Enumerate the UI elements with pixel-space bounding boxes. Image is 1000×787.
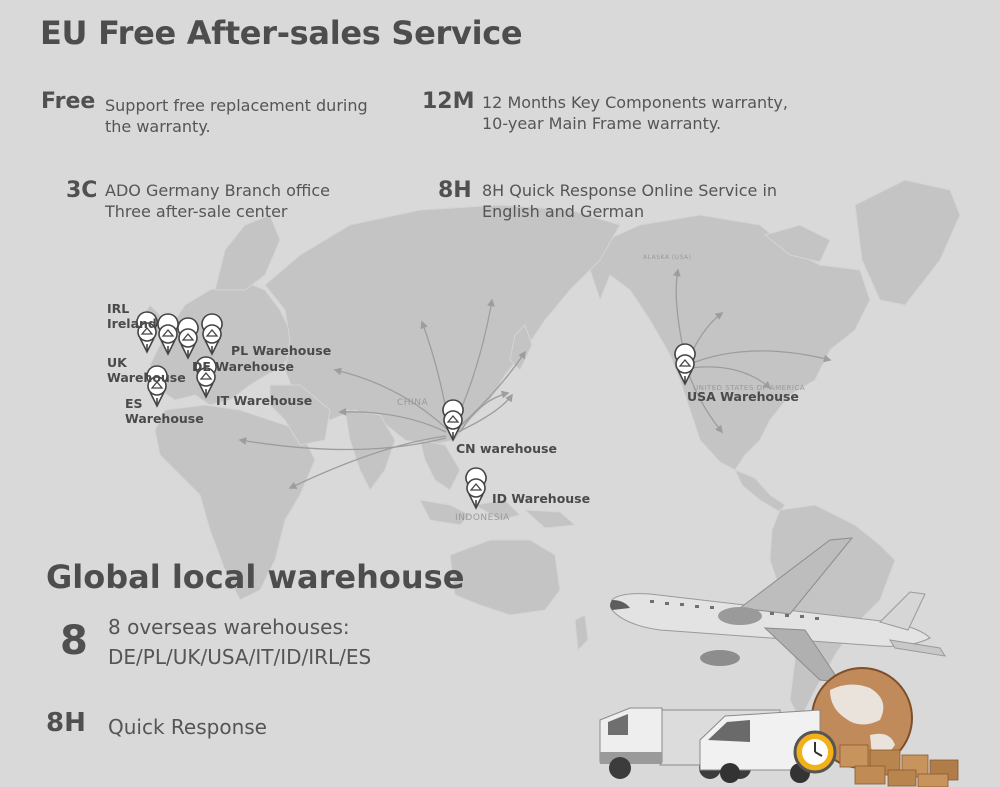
warehouse-label-de: DE Warehouse	[192, 359, 294, 374]
warehouse-label-cn: CN warehouse	[456, 441, 557, 456]
australia	[449, 539, 561, 616]
global-warehouse-heading: Global local warehouse	[46, 558, 465, 596]
central-america	[734, 469, 786, 513]
greenland	[854, 179, 961, 306]
globe-icon	[811, 667, 913, 769]
china-map-label: CHINA	[397, 398, 429, 408]
alaska-map-label: ALASKA (USA)	[643, 254, 692, 261]
warehouse-list: 8 overseas warehouses:DE/PL/UK/USA/IT/ID…	[108, 615, 372, 669]
indonesia-map-label: INDONESIA	[455, 513, 510, 523]
boxes-icon	[839, 744, 959, 787]
warehouse-count: 8	[60, 618, 88, 664]
warehouse-label-pl: PL Warehouse	[231, 343, 332, 358]
logistics-illustration	[599, 537, 959, 787]
japan	[509, 324, 533, 371]
airplane-icon	[610, 537, 947, 683]
usa-map-label: UNITED STATES OF AMERICA	[693, 384, 806, 392]
africa	[154, 404, 316, 601]
middle-east	[269, 384, 331, 446]
india	[344, 409, 396, 491]
warehouse-label-id: ID Warehouse	[492, 491, 591, 506]
service-key-3c: 3C	[66, 178, 98, 203]
service-key-12m: 12M	[422, 89, 475, 114]
service-desc-12m: 12 Months Key Components warranty,10-yea…	[482, 93, 788, 133]
indonesia	[419, 499, 577, 529]
page-title: EU Free After-sales Service	[40, 14, 523, 52]
scandinavia	[214, 214, 281, 291]
service-key-free: Free	[41, 89, 96, 114]
stopwatch-icon	[793, 730, 837, 774]
se-asia	[419, 439, 461, 491]
north-america	[589, 214, 871, 471]
warehouse-label-it: IT Warehouse	[216, 393, 313, 408]
response-text: Quick Response	[108, 715, 267, 739]
service-key-8h: 8H	[438, 178, 472, 203]
warehouse-label-usa: USA Warehouse	[687, 389, 799, 404]
response-key: 8H	[46, 708, 86, 738]
